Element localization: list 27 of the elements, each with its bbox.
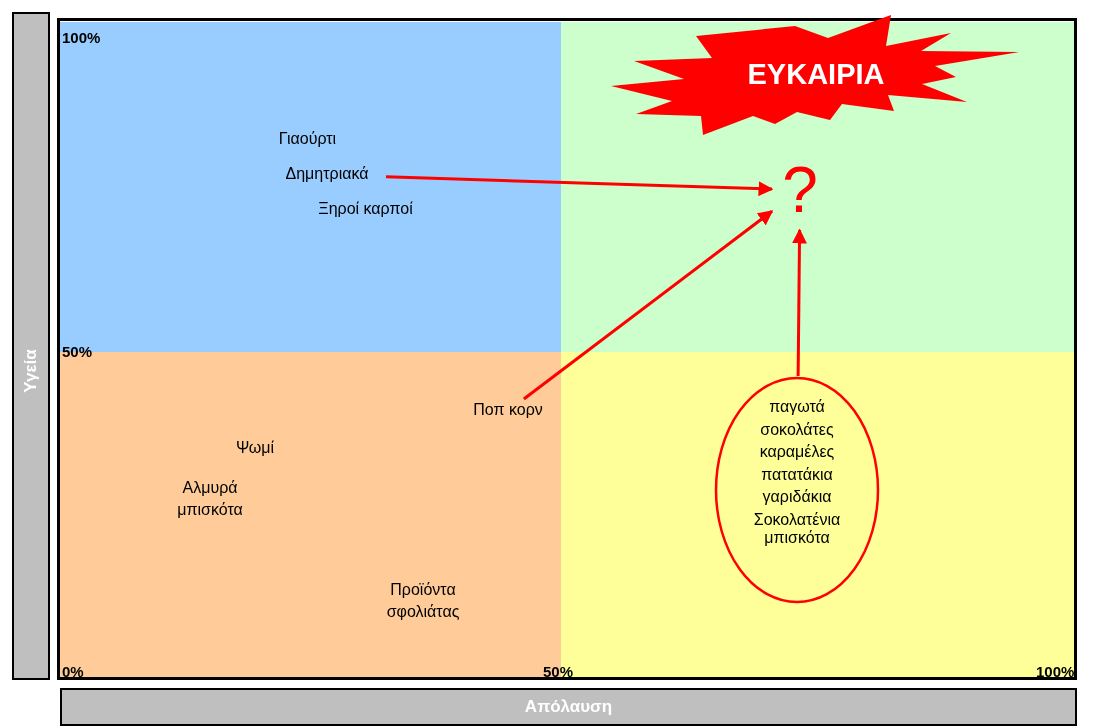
food-label: πατατάκια xyxy=(761,465,833,484)
food-label: Ξηροί καρποί xyxy=(318,199,413,219)
food-label: Ψωμί xyxy=(235,438,275,458)
food-label: Αλμυρά μπισκότα xyxy=(176,478,244,521)
starburst-title: ΕΥΚΑΙΡΙΑ xyxy=(747,56,885,92)
arrow xyxy=(791,228,807,376)
question-mark: ? xyxy=(782,158,818,222)
food-label: σοκολάτες xyxy=(760,420,834,439)
axis-tick-label: 0% xyxy=(62,663,84,680)
axis-bar xyxy=(12,12,50,680)
food-label: Προϊόντα σφολιάτας xyxy=(385,580,461,623)
food-label: Σοκολατένια μπισκότα xyxy=(752,510,842,547)
axis-bar xyxy=(60,688,1077,726)
axis-tick-label: 50% xyxy=(62,343,93,360)
axis-title: Υγεία xyxy=(21,349,41,393)
food-label: Δημητριακά xyxy=(284,164,370,184)
food-label: καραμέλες xyxy=(759,443,835,461)
food-label: παγωτά xyxy=(769,398,825,416)
axis-title: Απόλαυση xyxy=(524,697,613,717)
arrow xyxy=(385,175,774,197)
axis-tick-label: 100% xyxy=(62,29,101,46)
food-label: γαριδάκια xyxy=(762,488,832,506)
axis-tick-label: 100% xyxy=(1036,663,1075,680)
food-label: Ποπ κορν xyxy=(472,400,544,420)
food-label: Γιαούρτι xyxy=(277,129,338,149)
axis-tick-label: 50% xyxy=(543,663,574,680)
arrow xyxy=(522,210,774,401)
